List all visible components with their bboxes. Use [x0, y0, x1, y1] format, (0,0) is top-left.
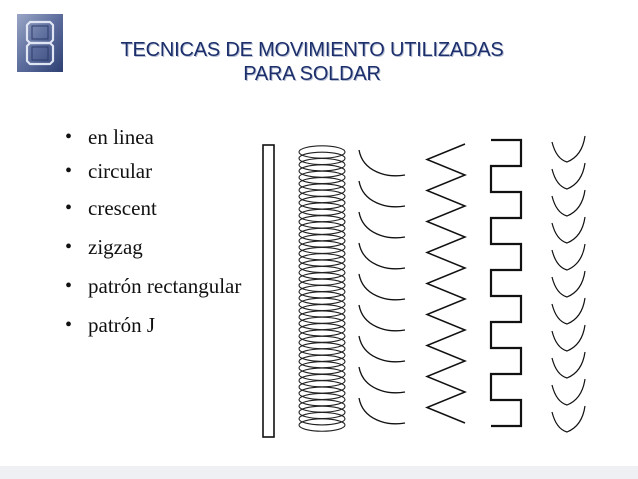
crescent-arc	[358, 304, 406, 332]
straight-line-pattern-icon	[262, 144, 275, 438]
list-item-label: crescent	[88, 196, 157, 220]
list-item: en linea	[62, 122, 241, 153]
segment-digit-8-icon	[17, 14, 63, 72]
crescent-pattern-icon	[358, 149, 406, 425]
footer-band	[0, 466, 638, 479]
list-item-label: en linea	[88, 125, 154, 149]
crescent-arc	[358, 211, 406, 239]
coil-loop	[298, 411, 346, 426]
list-item-label: zigzag	[88, 235, 143, 259]
j-pattern-icon	[551, 135, 586, 433]
list-item: zigzag	[62, 227, 241, 267]
list-item: crescent	[62, 190, 241, 227]
j-stroke	[551, 297, 586, 325]
title-line-1: TECNICAS DE MOVIMIENTO UTILIZADAS	[120, 39, 504, 61]
crescent-arc	[358, 242, 406, 270]
zigzag-pattern-icon	[425, 143, 467, 424]
j-stroke	[551, 243, 586, 271]
slide-title: TECNICAS DE MOVIMIENTO UTILIZADAS PARA S…	[62, 38, 562, 86]
j-stroke	[551, 162, 586, 190]
crescent-arc	[358, 397, 406, 425]
crescent-arc	[358, 366, 406, 394]
j-stroke	[551, 270, 586, 298]
list-item: patrón rectangular	[62, 267, 241, 305]
list-item: circular	[62, 153, 241, 190]
list-item-label: patrón rectangular	[88, 274, 242, 298]
j-stroke	[551, 324, 586, 352]
j-stroke	[551, 378, 586, 406]
crescent-arc	[358, 149, 406, 177]
circular-pattern-icon	[298, 145, 346, 432]
title-line-2: PARA SOLDAR	[243, 63, 381, 85]
rectangular-pattern-icon	[489, 138, 523, 428]
list-item-label: circular	[88, 159, 153, 183]
crescent-arc	[358, 180, 406, 208]
technique-list: en linea circular crescent zigzag patrón…	[62, 122, 241, 345]
list-item-label: patrón J	[88, 313, 156, 337]
list-item: patrón J	[62, 305, 241, 345]
coil-loop	[298, 418, 346, 432]
j-stroke	[551, 189, 586, 217]
j-stroke	[551, 135, 586, 163]
crescent-arc	[358, 335, 406, 363]
crescent-arc	[358, 273, 406, 301]
weave-pattern-illustration	[262, 135, 586, 438]
j-stroke	[551, 405, 586, 433]
j-stroke	[551, 216, 586, 244]
j-stroke	[551, 351, 586, 379]
